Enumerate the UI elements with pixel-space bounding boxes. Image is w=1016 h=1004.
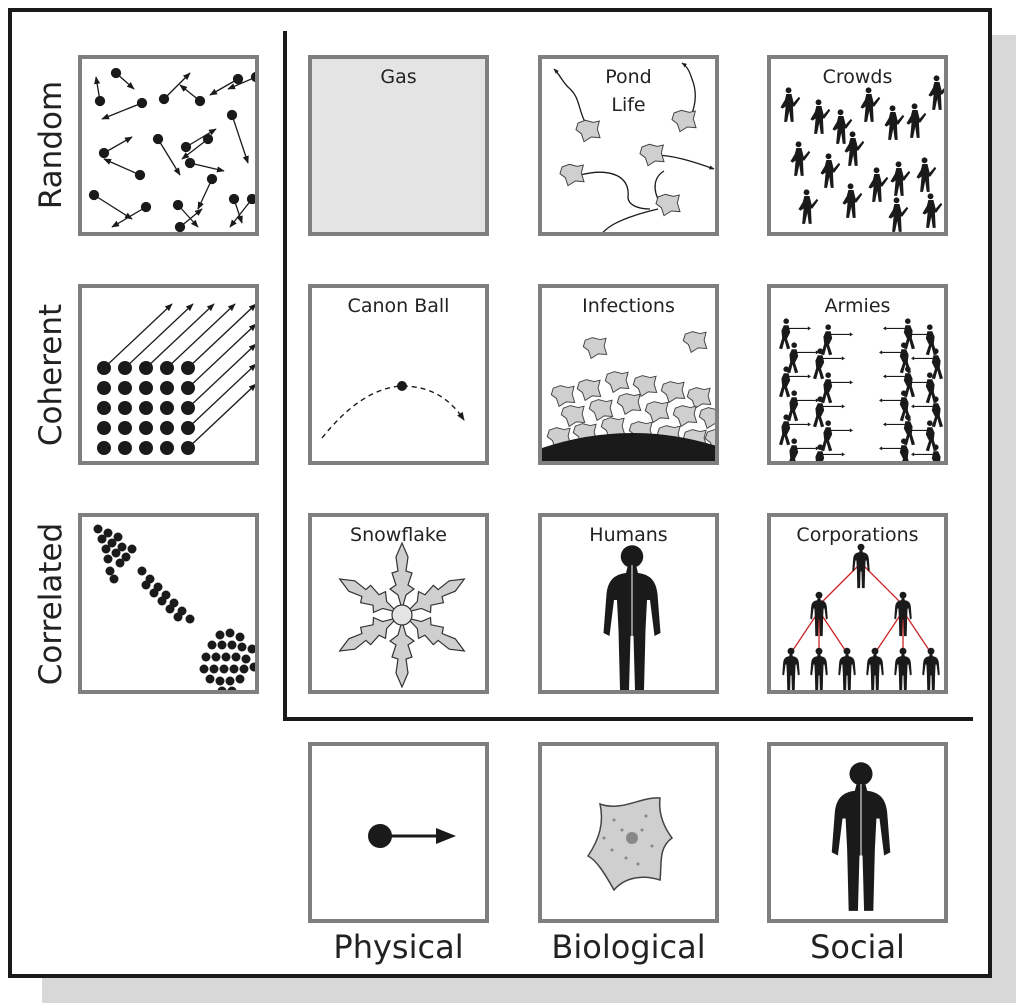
- column-label-physical: Physical: [333, 928, 464, 966]
- armies-label: Armies: [824, 295, 891, 317]
- pond-life-illustration: [553, 62, 715, 232]
- gas-cell: Gas: [308, 55, 489, 236]
- snowflake-label: Snowflake: [350, 524, 447, 546]
- cell-icon: [586, 797, 674, 892]
- humans-illustration: [603, 545, 661, 690]
- crowds-label: Crowds: [822, 66, 893, 88]
- infections-cell: Infections: [538, 284, 719, 465]
- social-cell: [767, 742, 948, 923]
- row-label-random: Random: [33, 80, 69, 210]
- gas-label: Gas: [380, 66, 417, 88]
- infections-illustration: [542, 331, 715, 461]
- vertical-axis-line: [283, 31, 287, 721]
- pond-life-label: Pond Life: [605, 66, 652, 116]
- particle-arrow-icon: [368, 824, 456, 848]
- corporations-illustration: [782, 543, 940, 690]
- humans-label: Humans: [589, 524, 668, 546]
- correlated-particles-icon: [93, 524, 255, 690]
- pond-life-cell: Pond Life: [538, 55, 719, 236]
- humans-cell: Humans: [538, 513, 719, 694]
- person-icon: [831, 762, 891, 911]
- random-particles-cell: [78, 55, 259, 236]
- column-label-biological: Biological: [551, 928, 706, 966]
- corporations-cell: Corporations: [767, 513, 948, 694]
- coherent-particles-cell: [78, 284, 259, 465]
- canon-ball-illustration: [321, 381, 465, 439]
- physical-cell: [308, 742, 489, 923]
- row-label-coherent: Coherent: [33, 303, 69, 447]
- canon-ball-cell: Canon Ball: [308, 284, 489, 465]
- correlated-particles-cell: [78, 513, 259, 694]
- armies-cell: Armies: [767, 284, 948, 465]
- snowflake-illustration: [338, 541, 466, 689]
- row-label-correlated: Correlated: [33, 522, 69, 686]
- corporations-label: Corporations: [796, 524, 919, 546]
- snowflake-cell: Snowflake: [308, 513, 489, 694]
- crowds-cell: Crowds: [767, 55, 948, 236]
- column-label-social: Social: [810, 928, 905, 966]
- horizontal-axis-line: [283, 717, 973, 721]
- infections-label: Infections: [582, 295, 675, 317]
- biological-cell: [538, 742, 719, 923]
- random-particles-icon: [88, 67, 255, 232]
- canon-ball-label: Canon Ball: [347, 295, 450, 317]
- coherent-particles-icon: [97, 303, 255, 455]
